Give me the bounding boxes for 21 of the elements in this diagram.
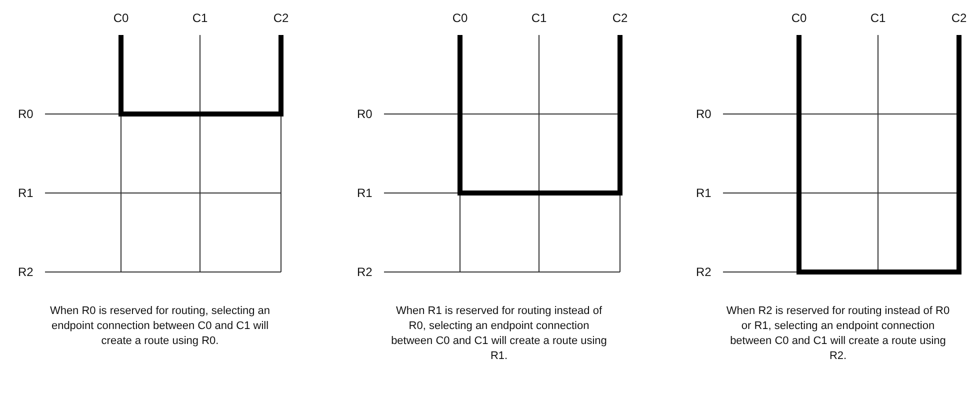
row-label: R2 bbox=[696, 265, 712, 279]
row-label: R0 bbox=[18, 107, 34, 121]
column-label: C2 bbox=[273, 11, 289, 25]
row-label: R1 bbox=[18, 186, 34, 200]
row-label: R0 bbox=[696, 107, 712, 121]
column-label: C2 bbox=[951, 11, 967, 25]
column-label: C0 bbox=[113, 11, 129, 25]
row-label: R0 bbox=[357, 107, 372, 121]
column-label: C1 bbox=[531, 11, 547, 25]
column-label: C0 bbox=[791, 11, 807, 25]
column-label: C2 bbox=[612, 11, 628, 25]
row-label: R1 bbox=[696, 186, 712, 200]
row-label: R1 bbox=[357, 186, 372, 200]
caption-text: When R2 is reserved for routing instead of R0 or R1, selecting an endpoint connection between C0 and C1 will create a route using R2. bbox=[726, 304, 950, 364]
row-label: R2 bbox=[18, 265, 34, 279]
column-label: C1 bbox=[192, 11, 208, 25]
column-label: C0 bbox=[452, 11, 468, 25]
caption-text: When R0 is reserved for routing, selecting an endpoint connection between C0 and C1 will create a route using R0. bbox=[48, 304, 272, 349]
row-label: R2 bbox=[357, 265, 372, 279]
caption-text: When R1 is reserved for routing instead of R0, selecting an endpoint connection between C0 and C1 will create a route using R1. bbox=[390, 304, 608, 364]
column-label: C1 bbox=[870, 11, 886, 25]
